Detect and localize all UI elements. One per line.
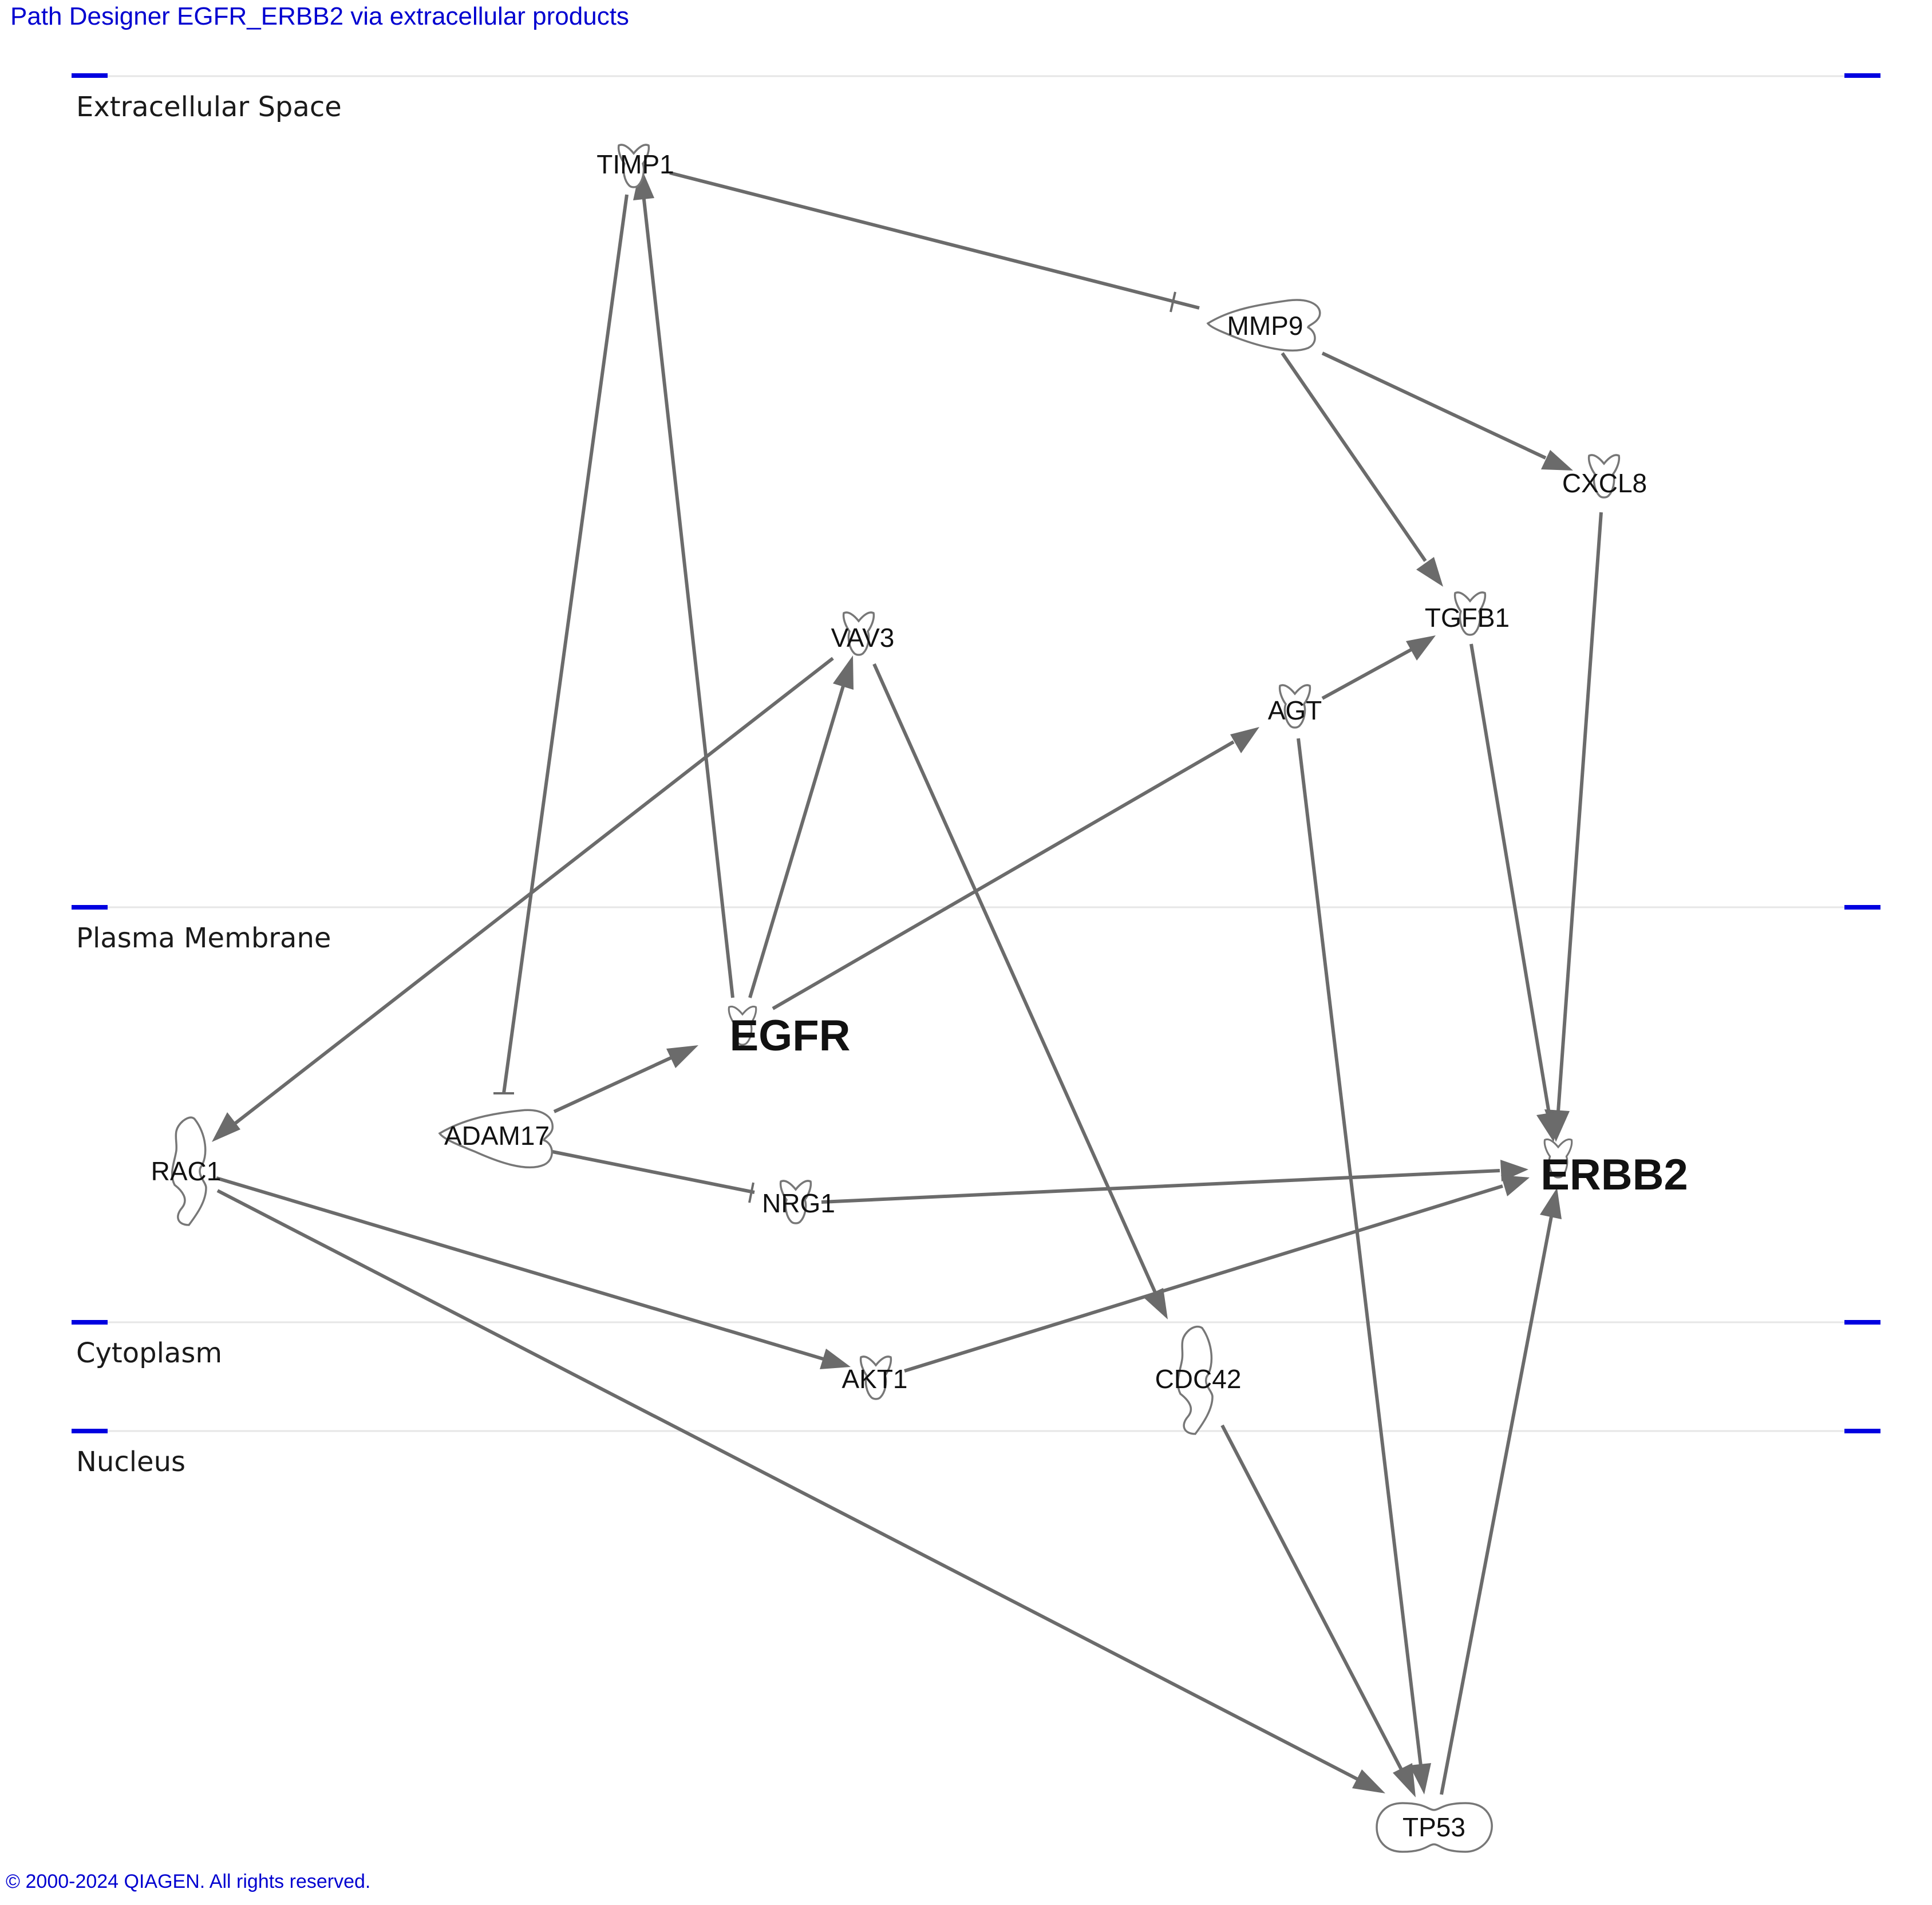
node-label-nrg1: NRG1 xyxy=(762,1188,835,1218)
node-label-mmp9: MMP9 xyxy=(1227,311,1303,341)
copyright-notice: © 2000-2024 QIAGEN. All rights reserved. xyxy=(6,1871,371,1892)
edge-mmp9-cxcl8[interactable] xyxy=(1321,351,1573,471)
compartment-label-cytoplasm: Cytoplasm xyxy=(76,1337,222,1369)
edge-cxcl8-erbb2[interactable] xyxy=(1544,512,1603,1142)
node-label-cxcl8: CXCL8 xyxy=(1562,468,1647,498)
edge-rac1-akt1[interactable] xyxy=(216,1176,851,1369)
node-nrg1[interactable]: NRG1 xyxy=(762,1180,835,1224)
node-erbb2[interactable]: ERBB2 xyxy=(1540,1138,1688,1199)
edge-agt-tp53[interactable] xyxy=(1297,738,1431,1795)
diagram-title: Path Designer EGFR_ERBB2 via extracellul… xyxy=(10,2,629,30)
node-vav3[interactable]: VAV3 xyxy=(831,611,895,656)
node-agt[interactable]: AGT xyxy=(1268,684,1322,729)
edge-adam17-egfr[interactable] xyxy=(553,1045,698,1113)
node-tgfb1[interactable]: TGFB1 xyxy=(1425,591,1510,636)
edge-tgfb1-erbb2[interactable] xyxy=(1469,643,1562,1142)
node-label-akt1: AKT1 xyxy=(841,1364,907,1394)
edge-timp1-adam17[interactable] xyxy=(493,194,629,1094)
node-cdc42[interactable]: CDC42 xyxy=(1155,1325,1242,1435)
edge-mmp9-tgfb1[interactable] xyxy=(1281,352,1443,587)
edge-nrg1-erbb2[interactable] xyxy=(821,1160,1528,1204)
edge-rac1-tp53[interactable] xyxy=(216,1189,1385,1793)
node-adam17[interactable]: ADAM17 xyxy=(438,1109,554,1169)
edge-egfr-timp1[interactable] xyxy=(633,166,734,998)
edge-akt1-erbb2[interactable] xyxy=(904,1175,1530,1373)
node-cxcl8[interactable]: CXCL8 xyxy=(1562,454,1647,499)
node-tp53[interactable]: TP53 xyxy=(1376,1802,1493,1853)
node-egfr[interactable]: EGFR xyxy=(728,1005,851,1060)
node-label-cdc42: CDC42 xyxy=(1155,1364,1242,1394)
compartment-label-nucleus: Nucleus xyxy=(76,1446,185,1478)
node-label-rac1: RAC1 xyxy=(151,1156,222,1186)
node-timp1[interactable]: TIMP1 xyxy=(596,144,674,188)
edges xyxy=(212,166,1603,1797)
node-akt1[interactable]: AKT1 xyxy=(841,1355,908,1400)
node-label-egfr: EGFR xyxy=(729,1011,850,1060)
compartment-label-extracellular: Extracellular Space xyxy=(76,91,342,123)
edge-timp1-mmp9[interactable] xyxy=(669,171,1200,313)
edge-tp53-erbb2[interactable] xyxy=(1440,1188,1562,1795)
edge-vav3-rac1[interactable] xyxy=(212,657,834,1142)
edge-egfr-agt[interactable] xyxy=(772,727,1259,1010)
node-label-timp1: TIMP1 xyxy=(596,149,674,179)
node-label-tp53: TP53 xyxy=(1402,1812,1465,1842)
edge-agt-tgfb1[interactable] xyxy=(1321,635,1436,700)
node-label-agt: AGT xyxy=(1268,695,1322,725)
node-label-vav3: VAV3 xyxy=(831,623,895,653)
compartment-label-plasma-membrane: Plasma Membrane xyxy=(76,922,331,954)
node-label-tgfb1: TGFB1 xyxy=(1425,603,1510,633)
edge-egfr-vav3[interactable] xyxy=(748,655,854,998)
edge-cdc42-tp53[interactable] xyxy=(1220,1424,1416,1797)
node-label-erbb2: ERBB2 xyxy=(1540,1151,1688,1199)
node-mmp9[interactable]: MMP9 xyxy=(1206,299,1321,352)
edge-adam17-nrg1[interactable] xyxy=(552,1150,755,1203)
node-label-adam17: ADAM17 xyxy=(444,1121,550,1151)
compartment-separators xyxy=(72,73,1880,1433)
node-rac1[interactable]: RAC1 xyxy=(151,1116,222,1226)
edge-vav3-cdc42[interactable] xyxy=(872,663,1168,1319)
